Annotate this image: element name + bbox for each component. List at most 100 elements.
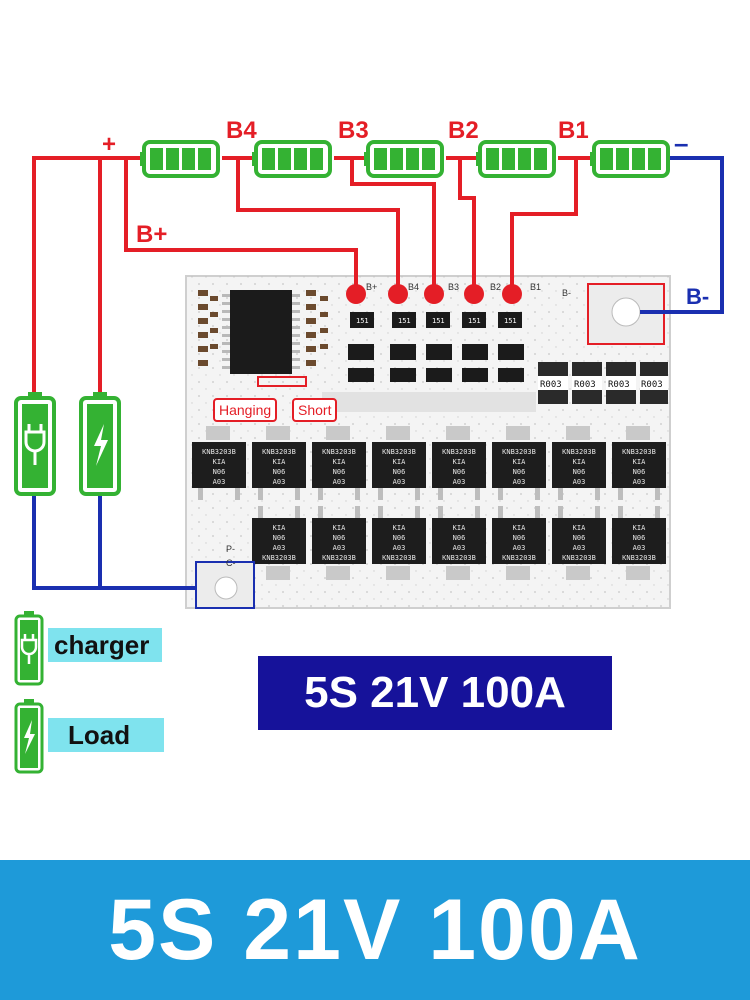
- mosfet-marking: A03: [633, 478, 646, 486]
- mosfet-marking: N06: [393, 468, 406, 476]
- resistor-code: 151: [504, 317, 517, 325]
- mosfet-marking: A03: [453, 478, 466, 486]
- mosfet-marking: KIA: [333, 458, 346, 466]
- mosfet-marking: KIA: [393, 458, 406, 466]
- mosfet-marking: KNB3203B: [562, 448, 596, 456]
- p-minus-label: P-: [226, 544, 235, 554]
- charger-legend-label: charger: [48, 628, 162, 662]
- pad-label-b3: B3: [448, 282, 459, 292]
- mosfet-marking: N06: [213, 468, 226, 476]
- plug-icon: [14, 611, 44, 686]
- pad-label-b-minus: B-: [562, 288, 571, 298]
- mosfet-marking: KIA: [333, 524, 346, 532]
- mosfet-marking: KIA: [573, 524, 586, 532]
- hanging-tag: Hanging: [213, 398, 278, 422]
- battery-cell: [476, 140, 556, 178]
- mosfet-marking: KNB3203B: [502, 448, 536, 456]
- mosfet-marking: N06: [273, 468, 286, 476]
- plus-label: +: [102, 131, 116, 158]
- resistor-code: 151: [432, 317, 445, 325]
- mosfet-marking: KIA: [393, 524, 406, 532]
- pad-label-b2: B2: [490, 282, 501, 292]
- b-plus-label: B+: [136, 221, 167, 248]
- mosfet-marking: A03: [633, 544, 646, 552]
- resistor-code: 151: [468, 317, 481, 325]
- shunt-resistor-label: R003: [574, 380, 596, 390]
- mosfet-marking: KNB3203B: [502, 554, 536, 562]
- mosfet-marking: A03: [453, 544, 466, 552]
- control-ic: [230, 290, 292, 374]
- mosfet-marking: KNB3203B: [202, 448, 236, 456]
- battery-cell: [252, 140, 332, 178]
- spec-label: 5S 21V 100A: [258, 656, 612, 730]
- b1-label: B1: [558, 117, 589, 144]
- load-battery-icon: [79, 392, 121, 496]
- mosfet-marking: KIA: [513, 458, 526, 466]
- mosfet-marking: KNB3203B: [622, 448, 656, 456]
- battery-cells: [140, 140, 670, 178]
- mosfet-marking: A03: [573, 478, 586, 486]
- mosfet-marking: N06: [453, 468, 466, 476]
- mosfet-marking: KIA: [513, 524, 526, 532]
- mosfet-marking: A03: [333, 544, 346, 552]
- minus-label: –: [674, 128, 688, 158]
- battery-cell: [140, 140, 220, 178]
- mosfet-marking: KNB3203B: [322, 448, 356, 456]
- mosfet-marking: KNB3203B: [262, 448, 296, 456]
- lightning-icon: [14, 699, 44, 774]
- mosfet-marking: A03: [393, 544, 406, 552]
- mosfet-marking: KIA: [213, 458, 226, 466]
- pad-label-b4: B4: [408, 282, 419, 292]
- mosfet-marking: KNB3203B: [382, 448, 416, 456]
- negative-wiring: [32, 156, 724, 590]
- mosfet-marking: KIA: [633, 524, 646, 532]
- bottom-banner: 5S 21V 100A: [0, 860, 750, 1000]
- pad-label-b-plus: B+: [366, 282, 377, 292]
- mosfet-marking: KIA: [273, 458, 286, 466]
- mosfet-marking: N06: [633, 534, 646, 542]
- mosfet-marking: A03: [513, 478, 526, 486]
- mosfet-marking: N06: [513, 534, 526, 542]
- mosfet-marking: KIA: [453, 524, 466, 532]
- mosfet-marking: A03: [393, 478, 406, 486]
- mosfet-marking: KNB3203B: [382, 554, 416, 562]
- b3-label: B3: [338, 117, 369, 144]
- load-legend-label: Load: [48, 718, 164, 752]
- mosfet-marking: A03: [513, 544, 526, 552]
- mosfet-marking: KNB3203B: [442, 448, 476, 456]
- pad-label-b1: B1: [530, 282, 541, 292]
- shunt-resistor-label: R003: [540, 380, 562, 390]
- short-tag: Short: [292, 398, 338, 422]
- mosfet-marking: KNB3203B: [322, 554, 356, 562]
- mosfet-marking: N06: [453, 534, 466, 542]
- battery-cell: [364, 140, 444, 178]
- mosfet-marking: N06: [333, 468, 346, 476]
- shunt-resistor-label: R003: [608, 380, 630, 390]
- mosfet-marking: N06: [333, 534, 346, 542]
- mosfet-marking: N06: [513, 468, 526, 476]
- mosfet-marking: N06: [573, 534, 586, 542]
- mosfet-marking: KNB3203B: [622, 554, 656, 562]
- bms-board: B+ B4 B3 B2 B1 B- 151 151 151 151 151 R0…: [185, 275, 671, 609]
- mosfet-marking: KIA: [453, 458, 466, 466]
- battery-cell: [590, 140, 670, 178]
- mosfet-marking: A03: [273, 544, 286, 552]
- b4-label: B4: [226, 117, 257, 144]
- mosfet-marking: N06: [273, 534, 286, 542]
- b2-label: B2: [448, 117, 479, 144]
- mosfet-marking: A03: [213, 478, 226, 486]
